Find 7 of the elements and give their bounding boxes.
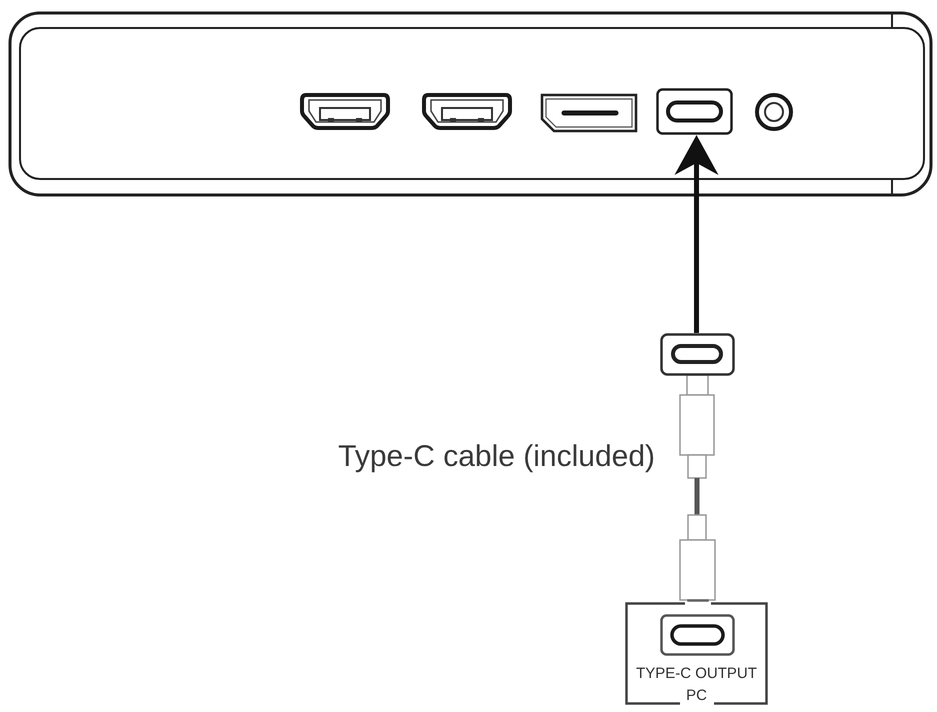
- port-label: TYPE-C OUTPUT: [635, 666, 758, 682]
- device-panel: [8, 10, 933, 198]
- pc-box: [625, 602, 768, 705]
- cable-caption: Type-C cable (included): [338, 439, 655, 475]
- usb-c-port-icon: [656, 88, 733, 135]
- device-label: PC: [685, 688, 708, 704]
- arrow: [674, 135, 718, 333]
